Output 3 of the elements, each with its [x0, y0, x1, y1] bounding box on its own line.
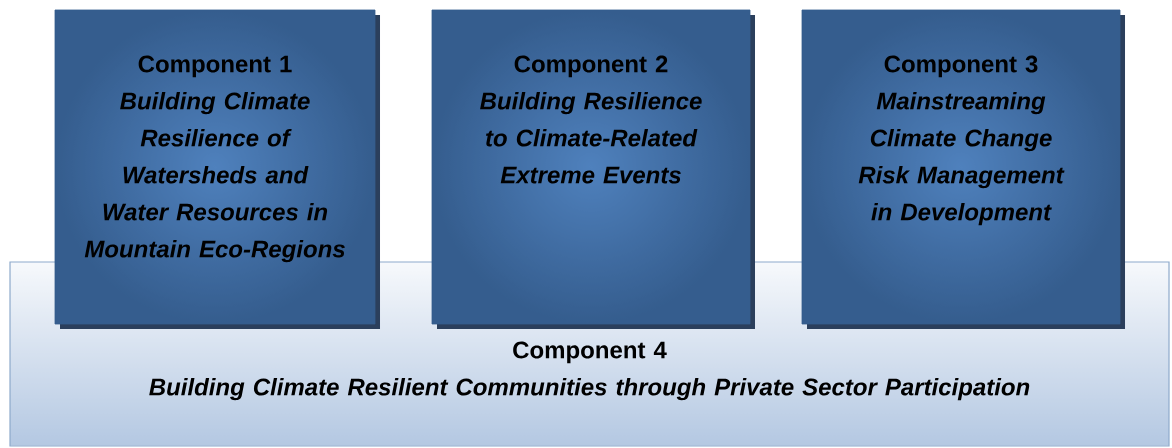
component-box: Component 1 Building Climate Resilience of Watersheds and Water Resources in Mountain Eco-Regions [54, 9, 380, 329]
component-box: Component 2 Building Resilience to Climate-Related Extreme Events [431, 9, 755, 329]
component-box: Component 3 Mainstreaming Climate Change Risk Management in Development [801, 9, 1125, 329]
